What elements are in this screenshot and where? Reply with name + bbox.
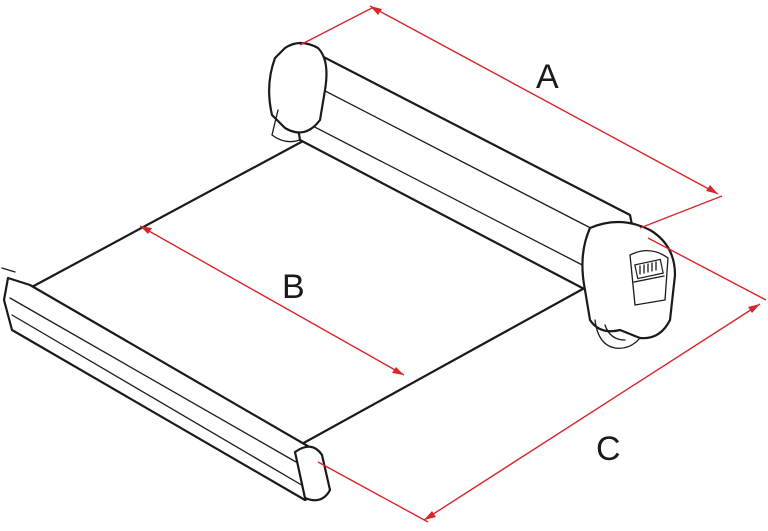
front-end-cap bbox=[293, 445, 332, 502]
dimension-c bbox=[317, 237, 767, 523]
right-bracket bbox=[594, 319, 641, 349]
dimension-b bbox=[139, 225, 405, 376]
front-bar-edge bbox=[9, 297, 311, 488]
left-end-cap bbox=[268, 41, 328, 134]
left-bracket bbox=[271, 109, 301, 143]
logo-plate bbox=[629, 250, 669, 306]
dimension-a-label: A bbox=[536, 58, 559, 96]
dimension-b-label: B bbox=[282, 268, 305, 306]
dimension-a bbox=[299, 5, 723, 229]
roller-case-edge bbox=[299, 77, 611, 271]
front-bar-strap bbox=[1, 267, 16, 273]
fiamma-logo bbox=[633, 258, 665, 283]
right-end-cap bbox=[581, 220, 677, 340]
dimension-c-label: C bbox=[596, 430, 621, 468]
